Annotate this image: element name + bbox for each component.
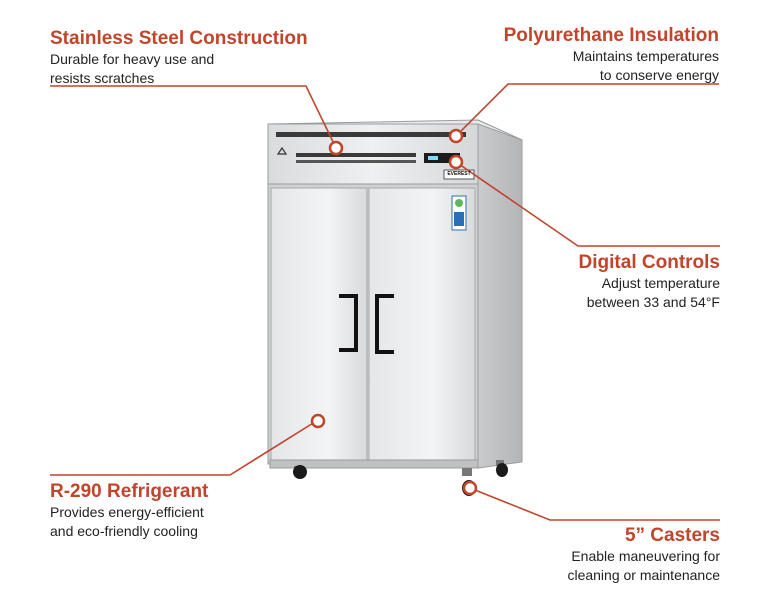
feature-r290-refrigerant: R-290 Refrigerant Provides energy-effici…	[50, 481, 208, 541]
left-door-handle	[339, 294, 358, 352]
feature-line: resists scratches	[50, 70, 155, 86]
digital-controller	[424, 153, 460, 163]
feature-line: to conserve energy	[599, 67, 719, 83]
right-door-handle	[375, 294, 394, 354]
feature-line: Durable for heavy use and	[50, 51, 215, 67]
feature-line: Maintains temperatures	[572, 48, 719, 64]
feature-title: Digital Controls	[578, 252, 720, 273]
feature-line: Enable maneuvering for	[571, 548, 720, 564]
feature-digital-controls: Digital Controls Adjust temperature betw…	[579, 252, 720, 312]
feature-line: Adjust temperature	[601, 275, 720, 291]
feature-title: Polyurethane Insulation	[503, 25, 719, 46]
feature-line: Provides energy-efficient	[50, 504, 204, 520]
feature-stainless-steel: Stainless Steel Construction Durable for…	[50, 28, 308, 88]
feature-line: and eco-friendly cooling	[50, 523, 198, 539]
feature-title: R-290 Refrigerant	[50, 481, 209, 502]
right-door	[368, 187, 476, 461]
vent-grille	[276, 132, 466, 163]
feature-line: cleaning or maintenance	[567, 567, 720, 583]
feature-polyurethane-insulation: Polyurethane Insulation Maintains temper…	[504, 25, 719, 85]
callout-dots	[310, 128, 478, 496]
refrigerator	[267, 119, 523, 496]
feature-casters: 5” Casters Enable maneuvering for cleani…	[567, 525, 720, 585]
feature-title: 5” Casters	[624, 525, 720, 546]
brand-badge: EVEREST	[447, 171, 471, 177]
feature-title: Stainless Steel Construction	[50, 28, 308, 49]
brand-logo-icon	[276, 146, 288, 155]
feature-line: between 33 and 54°F	[586, 294, 720, 310]
callout-lines	[50, 83, 720, 521]
